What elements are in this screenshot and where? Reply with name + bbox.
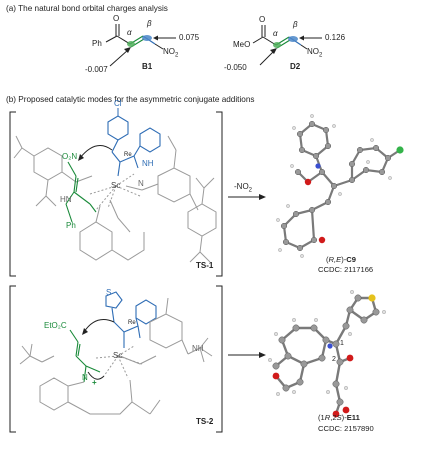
b1-charge-left: -0.007 [85, 65, 108, 74]
ts1-nh-label: NH [142, 159, 154, 168]
ts1-o2n-label: O₂N [62, 152, 78, 161]
d2-oxygen-label: O [259, 15, 266, 24]
b1-charge-right: 0.075 [179, 33, 200, 42]
e11-product-name: (1R,2S)-E11 [318, 413, 360, 422]
ts1-sc-label: Sc [111, 181, 121, 190]
ts2-sc-label: Sc [113, 351, 123, 360]
ts1-hn-label: HN [60, 195, 72, 204]
b1-beta-label: β [147, 19, 152, 28]
ts2-n-label: N [82, 373, 88, 382]
b1-alpha-label: α [127, 28, 132, 37]
ts2-plus-label: + [92, 378, 97, 387]
c9-product-name: (R,E)-C9 [326, 255, 356, 264]
b1-compound-label: B1 [142, 62, 153, 71]
d2-meo-label: MeO [233, 40, 251, 49]
e11-ccdc: CCDC: 2157890 [318, 424, 374, 433]
d2-beta-label: β [293, 20, 298, 29]
ts2-s-label: S [106, 288, 112, 297]
d2-compound-label: D2 [290, 62, 301, 71]
section-b-heading: (b) Proposed catalytic modes for the asy… [6, 95, 255, 104]
b1-ph-label: Ph [92, 39, 102, 48]
d2-charge-right: 0.126 [325, 33, 346, 42]
ts2-nh-label: NH [192, 344, 204, 353]
ts2-label: TS-2 [196, 417, 214, 426]
ts1-re-label: Re [124, 152, 132, 158]
d2-no2-label: NO2 [307, 47, 323, 59]
b1-oxygen-label: O [113, 14, 120, 23]
e11-stereo-1: 1 [340, 340, 344, 347]
ts1-n-label: N [138, 179, 144, 188]
ts1-label: TS-1 [196, 261, 214, 270]
c9-ccdc: CCDC: 2117166 [318, 265, 374, 274]
ts1-cl-label: Cl [114, 99, 122, 108]
ts2-etooc-label: EtO₂C [44, 321, 67, 330]
d2-alpha-label: α [273, 29, 278, 38]
b1-no2-label: NO2 [163, 47, 179, 59]
ts1-arrow-label: -NO2 [234, 182, 253, 194]
d2-charge-left: -0.050 [224, 63, 247, 72]
ts1-ph-label: Ph [66, 221, 76, 230]
section-a-heading: (a) The natural bond orbital charges ana… [6, 4, 168, 13]
ts2-re-label: Re [128, 320, 136, 326]
e11-stereo-2: 2 [332, 356, 336, 363]
